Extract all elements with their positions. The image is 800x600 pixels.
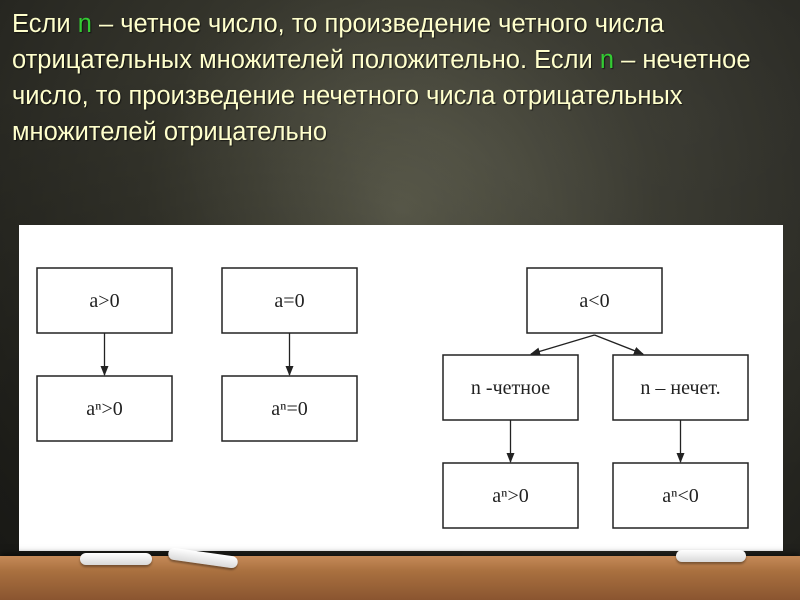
label-odd-result: aⁿ<0 — [662, 485, 698, 507]
heading-part-2: – четное число, то произведение четного … — [12, 10, 665, 74]
label-a-negative: a<0 — [579, 290, 609, 312]
label-n-odd: n – нечет. — [640, 377, 720, 399]
label-a-positive: a>0 — [89, 290, 119, 312]
chalk-piece-1 — [80, 553, 152, 565]
slide-heading: Если n – четное число, то произведение ч… — [12, 6, 792, 150]
box-a-positive — [36, 267, 173, 334]
heading-part-3: – нечетное число, то произведение нечетн… — [12, 46, 751, 146]
box-n-odd — [612, 354, 749, 421]
box-a-negative — [526, 267, 663, 334]
label-a-zero: a=0 — [274, 290, 304, 312]
arrow-to-n-even — [530, 334, 595, 356]
label-a-positive-result: aⁿ>0 — [86, 398, 122, 420]
box-a-positive-result — [36, 375, 173, 442]
arrow-to-n-odd — [594, 334, 644, 355]
label-a-zero-result: aⁿ=0 — [271, 398, 307, 420]
chalk-piece-3 — [676, 550, 746, 562]
heading-variable-n-1: n — [77, 10, 92, 38]
flow-diagram: a>0 aⁿ>0 a=0 aⁿ=0 a<0 n -четное n – нече… — [36, 267, 749, 529]
box-even-result — [442, 462, 579, 529]
box-n-even — [442, 354, 579, 421]
label-n-even: n -четное — [471, 377, 550, 399]
diagram-panel: a>0 aⁿ>0 a=0 aⁿ=0 a<0 n -четное n – нече… — [19, 225, 783, 551]
label-even-result: aⁿ>0 — [492, 485, 528, 507]
heading-variable-n-2: n — [599, 46, 615, 74]
heading-part-1: Если — [12, 10, 78, 38]
box-a-zero-result — [221, 375, 358, 442]
box-odd-result — [612, 462, 749, 529]
